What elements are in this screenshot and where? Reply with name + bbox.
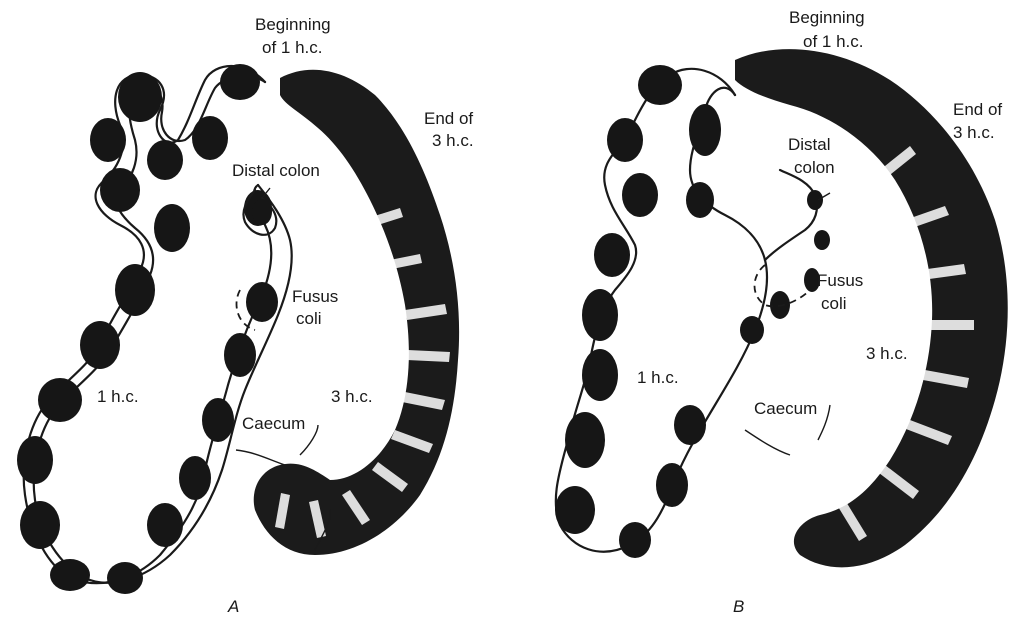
panel-b-label-colon: colon	[794, 158, 835, 177]
panel-b-label-end-line1: End of	[953, 100, 1002, 119]
panel-b-letter: B	[733, 597, 744, 616]
panel-a-label-beginning-line1: Beginning	[255, 15, 331, 34]
panel-b-label-end-line2: 3 h.c.	[953, 123, 995, 142]
panel-a-1hc-outline	[24, 66, 271, 583]
panel-a-label-caecum: Caecum	[242, 414, 305, 433]
panel-b-label-beginning-line1: Beginning	[789, 8, 865, 27]
panel-a-label-beginning-line2: of 1 h.c.	[262, 38, 322, 57]
panel-a-distal-bead	[252, 199, 272, 225]
panel-b-label-3hc: 3 h.c.	[866, 344, 908, 363]
panel-a-label-end-line2: 3 h.c.	[432, 131, 474, 150]
panel-b-label-distal: Distal	[788, 135, 831, 154]
panel-a-label-distal-colon: Distal colon	[232, 161, 320, 180]
panel-b-label-coli: coli	[821, 294, 847, 313]
panel-b-1hc-haustra	[555, 65, 721, 558]
panel-a-letter: A	[227, 597, 239, 616]
panel-a-label-coli: coli	[296, 309, 322, 328]
panel-a	[17, 64, 459, 594]
panel-b-label-beginning-line2: of 1 h.c.	[803, 32, 863, 51]
panel-b-distal-colon	[765, 170, 817, 260]
panel-a-1hc-haustra	[17, 64, 278, 594]
panel-a-label-fusus: Fusus	[292, 287, 338, 306]
panel-b-label-1hc: 1 h.c.	[637, 368, 679, 387]
panel-a-label-1hc: 1 h.c.	[97, 387, 139, 406]
panel-b	[555, 49, 1008, 567]
panel-b-label-fusus: Fusus	[817, 271, 863, 290]
panel-b-label-caecum: Caecum	[754, 399, 817, 418]
panel-a-label-3hc: 3 h.c.	[331, 387, 373, 406]
panel-a-label-end-line1: End of	[424, 109, 473, 128]
